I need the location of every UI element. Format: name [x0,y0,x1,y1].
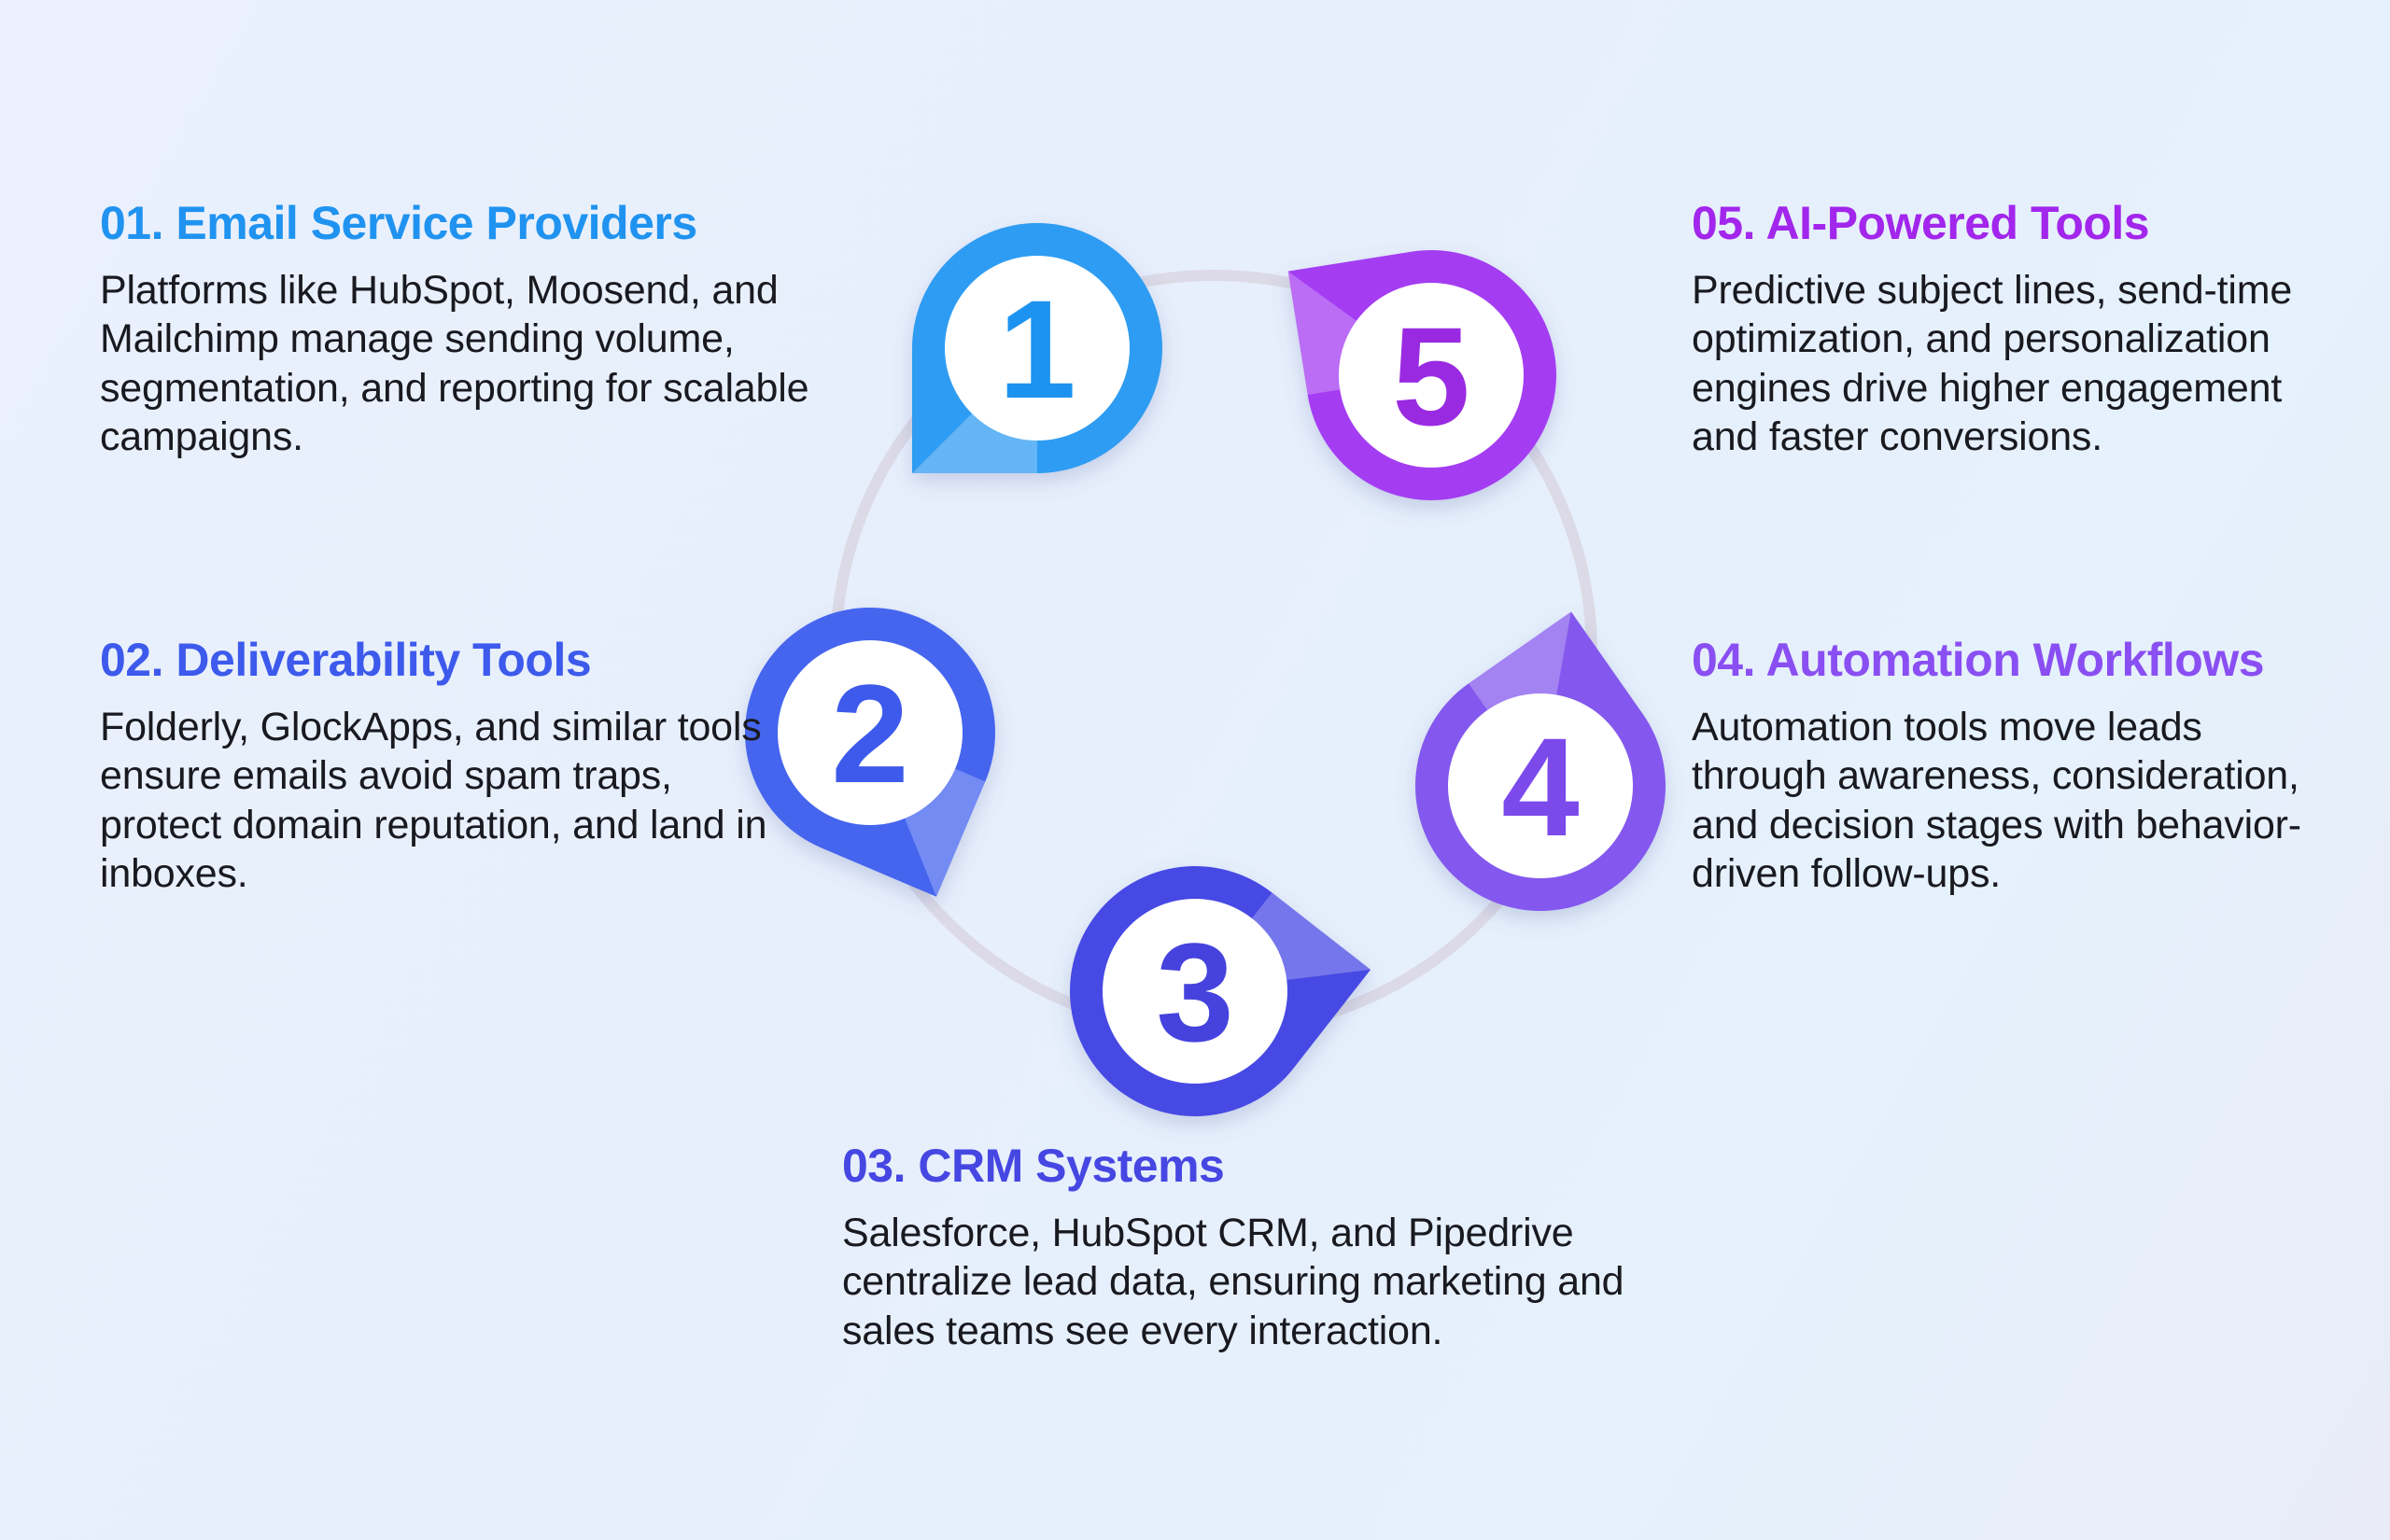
pin-step-5: 5 [1287,250,1556,500]
step-text-block-4: 04. Automation Workflows Automation tool… [1692,635,2345,899]
pin-step-2: 2 [745,608,995,897]
pin-step-4: 4 [1415,611,1666,911]
step-description-3: Salesforce, HubSpot CRM, and Pipedrive c… [842,1211,1624,1353]
pin-step-3: 3 [1070,866,1371,1116]
step-text-block-1: 01. Email Service Providers Platforms li… [100,198,837,462]
pin-number-3: 3 [1156,914,1233,1071]
step-text-block-2: 02. Deliverability Tools Folderly, Glock… [100,635,795,899]
step-text-block-3: 03. CRM Systems Salesforce, HubSpot CRM,… [842,1141,1664,1355]
step-title-1: 01. Email Service Providers [100,197,697,249]
pin-disc-shade-3 [1103,899,1287,1084]
pin-number-4: 4 [1501,708,1579,865]
pin-disc-shade-5 [1339,283,1524,468]
step-title-3: 03. CRM Systems [842,1140,1225,1192]
pin-number-5: 5 [1392,298,1469,455]
step-description-4: Automation tools move leads through awar… [1692,705,2301,897]
pin-disc-shade-4 [1448,693,1633,878]
pin-step-1: 1 [912,223,1162,473]
step-title-2: 02. Deliverability Tools [100,634,592,686]
step-title-5: 05. AI-Powered Tools [1692,197,2150,249]
step-title-4: 04. Automation Workflows [1692,634,2265,686]
step-description-5: Predictive subject lines, send-time opti… [1692,268,2293,460]
step-description-2: Folderly, GlockApps, and similar tools e… [100,705,767,897]
pin-disc-shade-2 [778,640,963,825]
step-text-block-5: 05. AI-Powered Tools Predictive subject … [1692,198,2345,462]
step-description-1: Platforms like HubSpot, Moosend, and Mai… [100,268,809,460]
pin-number-1: 1 [998,271,1076,427]
pin-disc-shade-1 [945,256,1130,441]
pin-number-2: 2 [831,655,908,812]
